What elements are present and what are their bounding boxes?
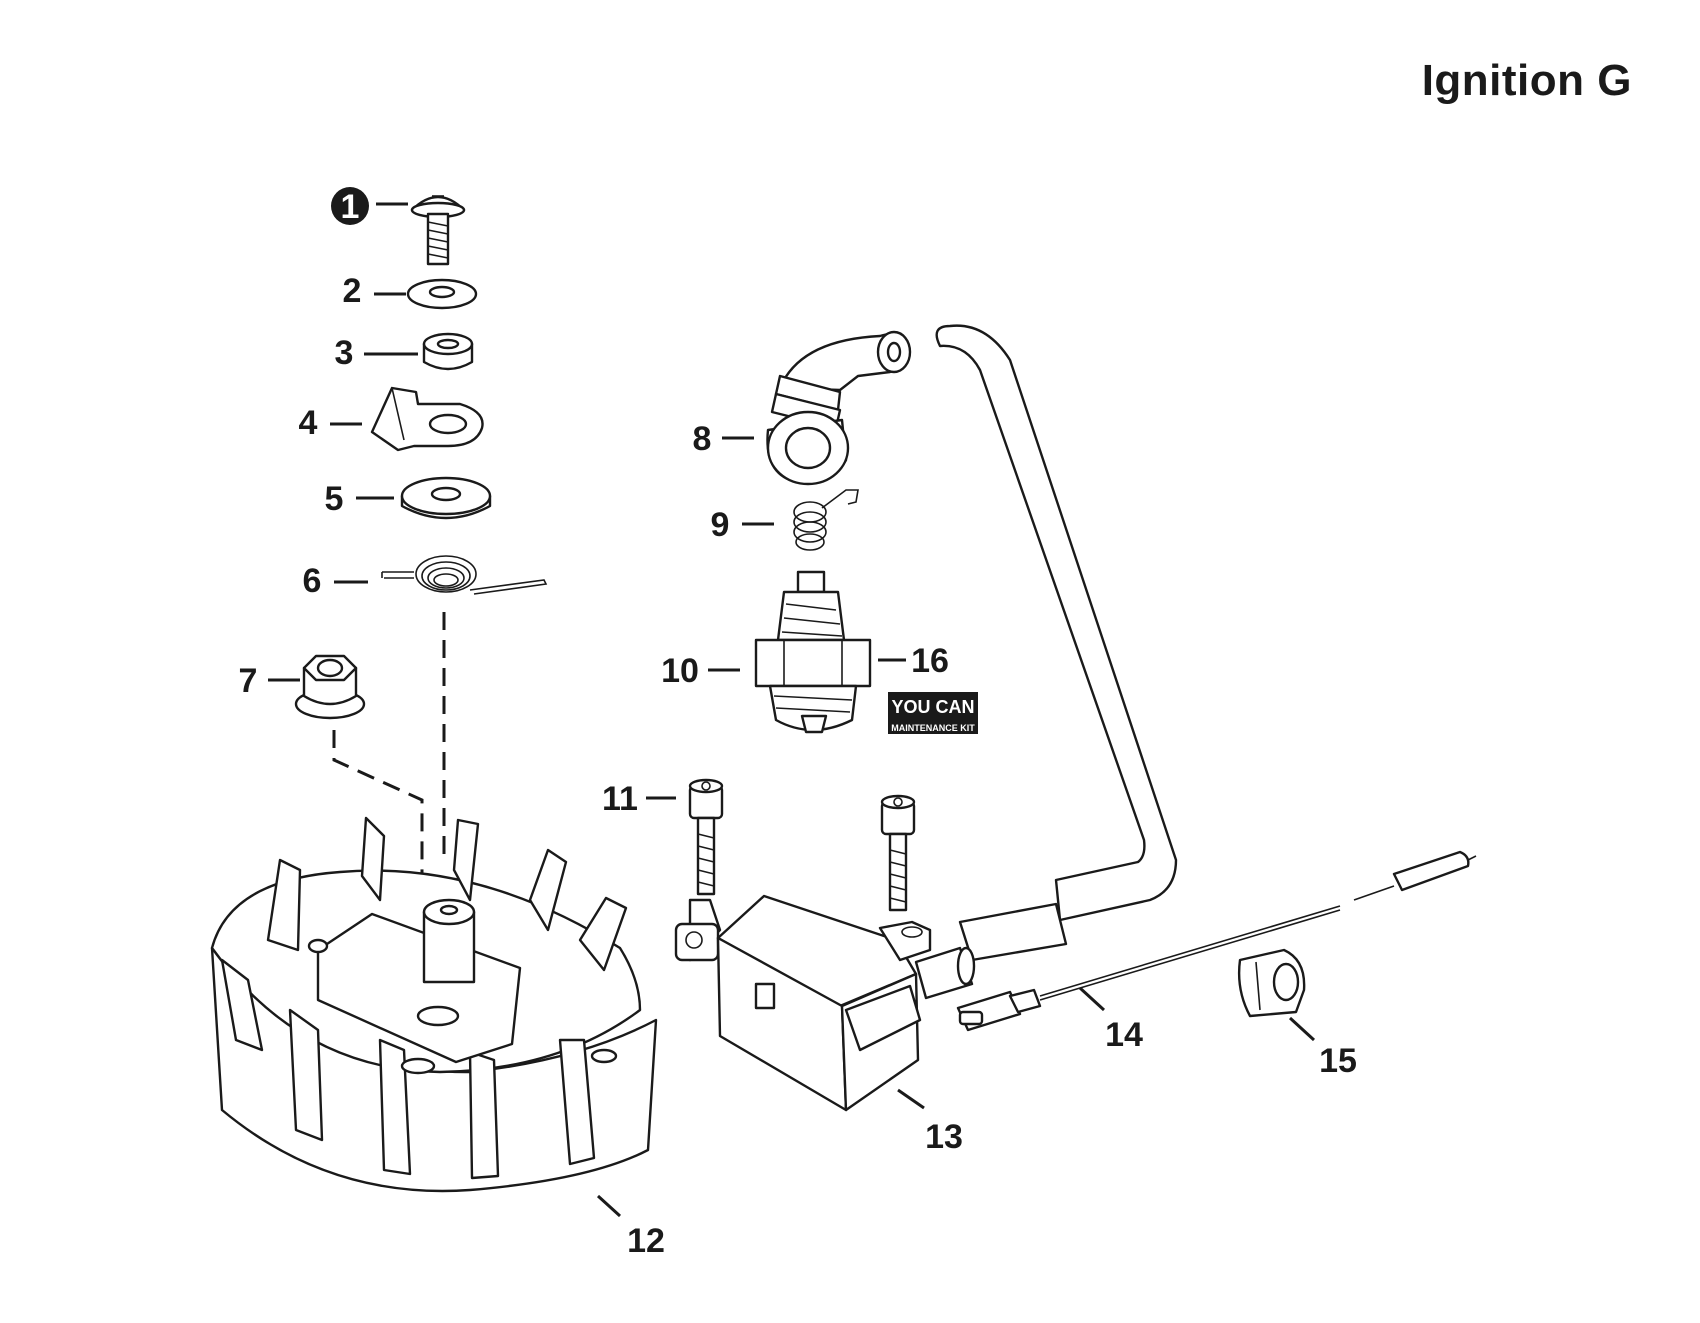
part-15-grommet[interactable] [1237, 948, 1306, 1018]
ht-lead-cable[interactable] [935, 324, 1178, 962]
callout-4[interactable]: 4 [299, 404, 318, 442]
callout-3[interactable]: 3 [335, 334, 354, 372]
part-7-flange-nut[interactable] [294, 654, 366, 720]
callout-8[interactable]: 8 [693, 420, 712, 458]
callout-6[interactable]: 6 [303, 562, 322, 600]
callout-13[interactable]: 13 [925, 1118, 963, 1156]
callout-1-badge [331, 187, 369, 225]
part-5-washer[interactable] [400, 476, 492, 520]
callout-5[interactable]: 5 [325, 480, 344, 518]
callout-2[interactable]: 2 [343, 272, 362, 310]
callout-9[interactable]: 9 [711, 506, 730, 544]
callout-12[interactable]: 12 [627, 1222, 665, 1260]
callout-14[interactable]: 14 [1105, 1016, 1143, 1054]
part-14-stop-wire[interactable] [956, 850, 1477, 1032]
part-3-spacer[interactable] [422, 332, 474, 371]
part-12-flywheel[interactable] [210, 816, 658, 1193]
callout-1[interactable]: 1 [341, 188, 360, 226]
part-2-washer[interactable] [406, 278, 478, 310]
assembly-line-nut [332, 730, 424, 940]
part-8-plug-boot[interactable] [766, 330, 912, 486]
maintenance-kit-badge[interactable]: YOU CAN MAINTENANCE KIT [888, 692, 978, 734]
callout-16[interactable]: 16 [911, 642, 949, 680]
part-1-screw[interactable] [410, 195, 466, 266]
leader-lines [268, 202, 1316, 1218]
callout-15[interactable]: 15 [1319, 1042, 1357, 1080]
part-6-spring[interactable] [381, 555, 548, 595]
part-11-screw-right[interactable] [880, 794, 916, 912]
badge-line2: MAINTENANCE KIT [891, 723, 975, 733]
callout-10[interactable]: 10 [661, 652, 699, 690]
badge-line1: YOU CAN [891, 697, 974, 717]
part-13-ignition-module[interactable] [674, 894, 976, 1112]
callout-11[interactable]: 11 [602, 780, 638, 818]
part-4-pawl[interactable] [370, 386, 484, 452]
part-9-spring[interactable] [793, 489, 859, 551]
part-10-spark-plug[interactable] [754, 570, 872, 734]
part-11-screw-left[interactable] [688, 778, 724, 896]
page-title: Ignition G [1421, 56, 1632, 105]
callout-7[interactable]: 7 [239, 662, 258, 700]
